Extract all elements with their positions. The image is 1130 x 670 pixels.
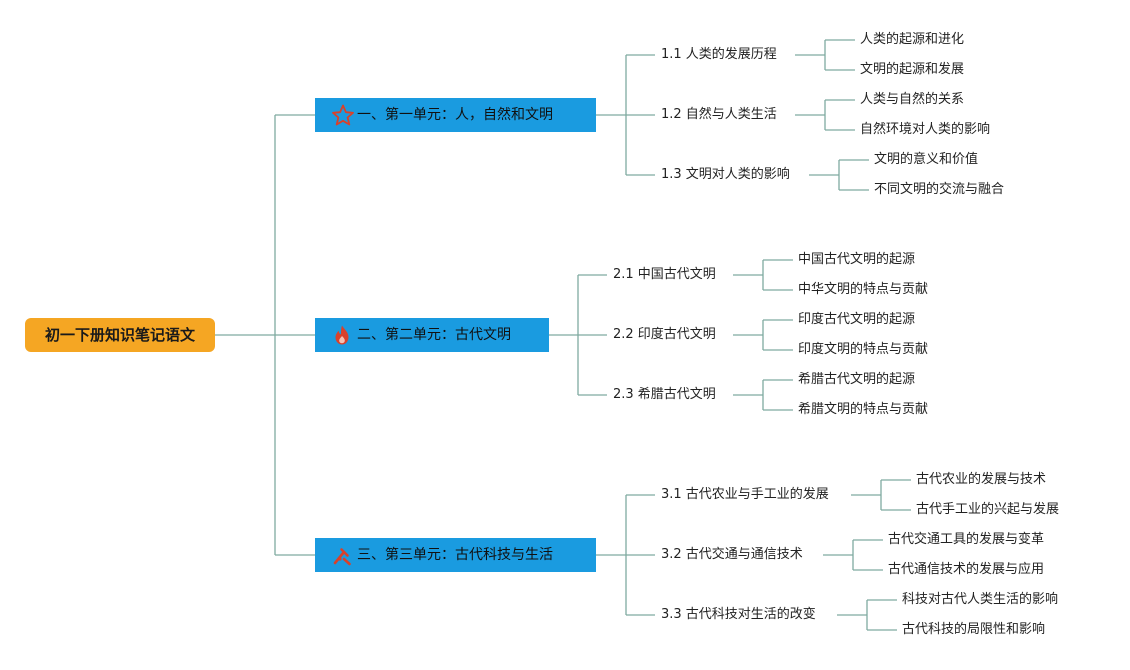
leaf-2-3-2[interactable]: 希腊文明的特点与贡献: [798, 402, 929, 417]
root-topic[interactable]: 初一下册知识笔记语文: [25, 318, 215, 352]
leaf-1-1-1[interactable]: 人类的起源和进化: [860, 32, 965, 47]
leaf-3-2-2[interactable]: 古代通信技术的发展与应用: [888, 562, 1045, 577]
unit-2-topic[interactable]: 二、第二单元：古代文明: [315, 318, 549, 352]
leaf-3-3-2[interactable]: 古代科技的局限性和影响: [902, 622, 1046, 637]
leaf-2-2-2[interactable]: 印度文明的特点与贡献: [798, 342, 929, 357]
unit-1-label: 一、第一单元：人，自然和文明: [357, 107, 553, 123]
leaf-3-1-1[interactable]: 古代农业的发展与技术: [916, 472, 1047, 487]
section-2-1[interactable]: 2.1 中国古代文明: [613, 267, 716, 282]
leaf-1-1-2[interactable]: 文明的起源和发展: [860, 62, 965, 77]
section-2-2[interactable]: 2.2 印度古代文明: [613, 327, 716, 342]
section-3-3[interactable]: 3.3 古代科技对生活的改变: [661, 607, 816, 622]
leaf-1-2-1[interactable]: 人类与自然的关系: [860, 92, 965, 107]
leaf-2-1-2[interactable]: 中华文明的特点与贡献: [798, 282, 929, 297]
unit-3-label: 三、第三单元：古代科技与生活: [357, 547, 553, 563]
leaf-3-1-2[interactable]: 古代手工业的兴起与发展: [916, 502, 1060, 517]
leaf-1-3-1[interactable]: 文明的意义和价值: [874, 152, 979, 167]
leaf-2-2-1[interactable]: 印度古代文明的起源: [798, 312, 916, 327]
leaf-2-3-1[interactable]: 希腊古代文明的起源: [798, 372, 916, 387]
leaf-1-3-2[interactable]: 不同文明的交流与融合: [874, 182, 1005, 197]
leaf-3-3-1[interactable]: 科技对古代人类生活的影响: [902, 592, 1059, 607]
section-3-1[interactable]: 3.1 古代农业与手工业的发展: [661, 487, 829, 502]
star-icon: [331, 98, 357, 132]
leaf-1-2-2[interactable]: 自然环境对人类的影响: [860, 122, 991, 137]
section-1-3[interactable]: 1.3 文明对人类的影响: [661, 167, 790, 182]
leaf-2-1-1[interactable]: 中国古代文明的起源: [798, 252, 916, 267]
section-1-1[interactable]: 1.1 人类的发展历程: [661, 47, 777, 62]
section-2-3[interactable]: 2.3 希腊古代文明: [613, 387, 716, 402]
section-1-2[interactable]: 1.2 自然与人类生活: [661, 107, 777, 122]
section-3-2[interactable]: 3.2 古代交通与通信技术: [661, 547, 803, 562]
unit-3-topic[interactable]: 三、第三单元：古代科技与生活: [315, 538, 596, 572]
leaf-3-2-1[interactable]: 古代交通工具的发展与变革: [888, 532, 1045, 547]
tools-icon: [331, 538, 357, 572]
unit-1-topic[interactable]: 一、第一单元：人，自然和文明: [315, 98, 596, 132]
unit-2-label: 二、第二单元：古代文明: [357, 327, 511, 343]
fire-icon: [331, 318, 357, 352]
